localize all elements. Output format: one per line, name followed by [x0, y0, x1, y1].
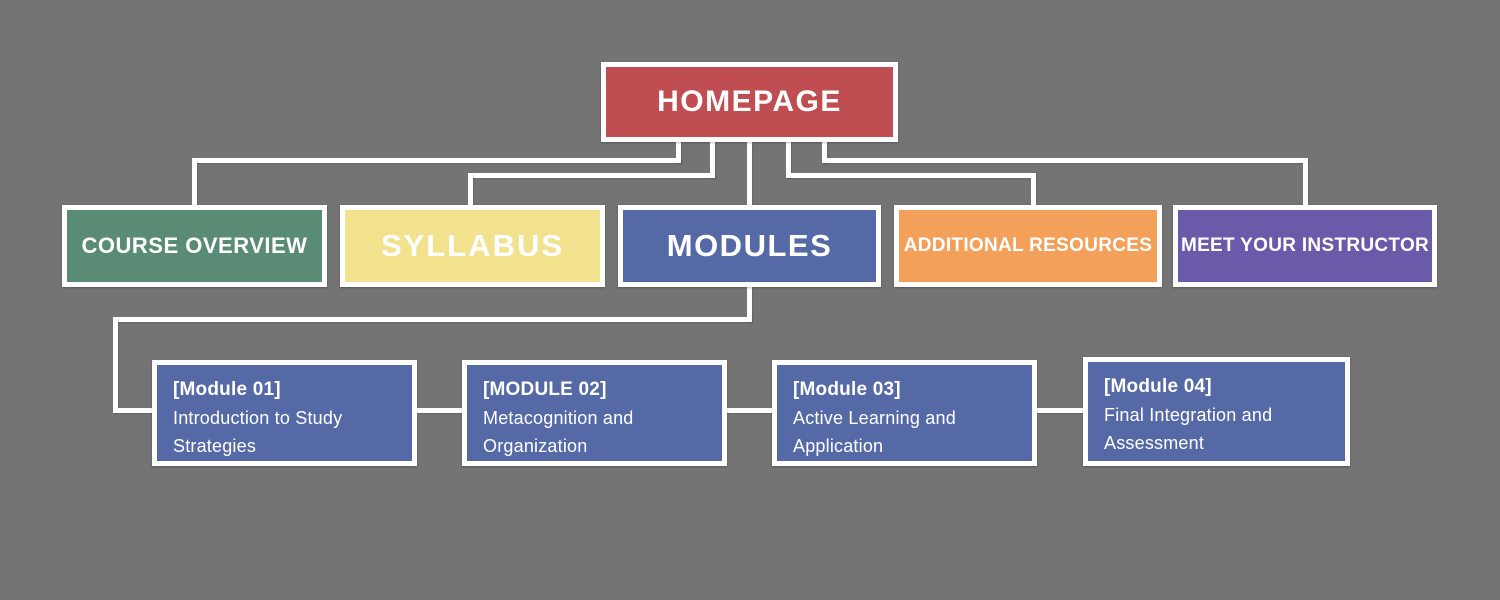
connector-to-syllabus-drop [468, 173, 473, 206]
connector-to-additional-resources-drop [1031, 173, 1036, 206]
connector-to-course-overview-horizontal [192, 158, 681, 163]
module-01-title: Introduction to Study Strategies [173, 408, 343, 456]
node-module-03[interactable]: [Module 03] Active Learning and Applicat… [772, 360, 1037, 466]
module-03-title: Active Learning and Application [793, 408, 956, 456]
connector-homepage-stub-2 [710, 142, 715, 178]
connector-to-syllabus-horizontal [468, 173, 715, 178]
node-syllabus[interactable]: SYLLABUS [340, 205, 605, 287]
connector-to-modules-vertical [747, 142, 752, 206]
node-course-overview[interactable]: COURSE OVERVIEW [62, 205, 327, 287]
node-modules[interactable]: MODULES [618, 205, 881, 287]
connector-to-meet-your-instructor-horizontal [822, 158, 1308, 163]
module-03-tag: [Module 03] [793, 379, 901, 400]
connector-modules-left-drop [113, 317, 118, 413]
connector-to-meet-your-instructor-drop [1303, 158, 1308, 206]
node-meet-your-instructor-label: MEET YOUR INSTRUCTOR [1180, 235, 1430, 256]
module-01-tag: [Module 01] [173, 379, 281, 400]
node-modules-label: MODULES [666, 228, 833, 263]
node-homepage[interactable]: HOMEPAGE [601, 62, 898, 142]
connector-homepage-stub-1 [676, 142, 681, 163]
node-course-overview-label: COURSE OVERVIEW [81, 233, 308, 258]
module-04-title: Final Integration and Assessment [1104, 405, 1273, 453]
connector-to-course-overview-drop [192, 158, 197, 206]
connector-into-module-01 [113, 408, 153, 413]
connector-modules-bottom-vertical [747, 287, 752, 322]
node-additional-resources[interactable]: ADDITIONAL RESOURCES [894, 205, 1162, 287]
connector-homepage-stub-4 [786, 142, 791, 178]
node-additional-resources-label: ADDITIONAL RESOURCES [903, 235, 1153, 256]
module-02-tag: [MODULE 02] [483, 379, 607, 400]
node-homepage-label: HOMEPAGE [657, 85, 842, 118]
node-module-04[interactable]: [Module 04] Final Integration and Assess… [1083, 357, 1350, 466]
connector-homepage-stub-5 [822, 142, 827, 163]
node-syllabus-label: SYLLABUS [380, 228, 565, 263]
connector-module-02-03 [727, 408, 773, 413]
connector-modules-horizontal [113, 317, 752, 322]
node-meet-your-instructor[interactable]: MEET YOUR INSTRUCTOR [1173, 205, 1437, 287]
connector-module-03-04 [1037, 408, 1084, 413]
module-04-tag: [Module 04] [1104, 376, 1212, 397]
node-module-01[interactable]: [Module 01] Introduction to Study Strate… [152, 360, 417, 466]
module-02-title: Metacognition and Organization [483, 408, 634, 456]
connector-to-additional-resources-horizontal [786, 173, 1036, 178]
node-module-02[interactable]: [MODULE 02] Metacognition and Organizati… [462, 360, 727, 466]
connector-module-01-02 [417, 408, 463, 413]
